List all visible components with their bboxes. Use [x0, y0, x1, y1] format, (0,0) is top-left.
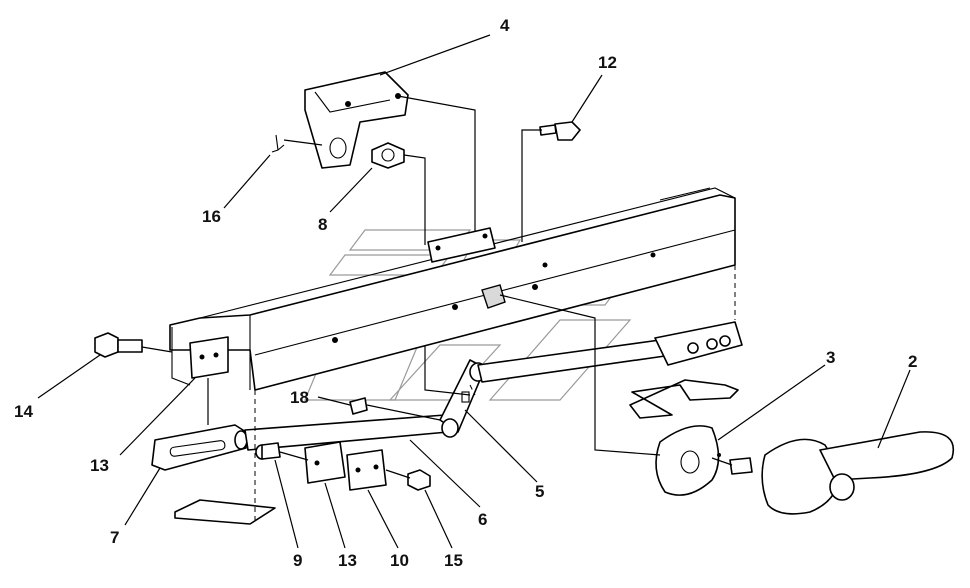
upper-rod: [477, 339, 666, 383]
part-18-clip: [349, 397, 368, 415]
part-13-plate-left: [189, 336, 229, 379]
part-7-slotted-lever: [151, 424, 248, 471]
callout-5: 5: [535, 482, 544, 501]
callout-6: 6: [478, 510, 487, 529]
callout-leaders: [37, 34, 911, 549]
beam-top-plate: [427, 227, 496, 263]
part-4-bracket: [304, 71, 409, 169]
part-15-nut: [407, 469, 431, 491]
callout-labels: 4 12 16 8 14 13 7 18 3 2 5 6 9 13 10 15: [14, 16, 917, 570]
callout-18: 18: [290, 388, 309, 407]
part-16-clip: [271, 134, 285, 153]
part-9-bushing: [255, 442, 281, 460]
callout-16: 16: [202, 207, 221, 226]
callout-4: 4: [500, 16, 510, 35]
part-10-plate: [346, 449, 387, 491]
callout-8: 8: [318, 215, 327, 234]
right-end-bracket: [654, 321, 743, 366]
part-2-handle: [729, 431, 955, 515]
part-12-bolt: [539, 121, 581, 141]
callout-3: 3: [826, 348, 835, 367]
callout-13-bottom: 13: [338, 551, 357, 570]
callout-9: 9: [293, 551, 302, 570]
main-beam: [169, 187, 736, 391]
callout-15: 15: [444, 551, 463, 570]
callout-7: 7: [110, 528, 119, 547]
assembly-lines: [141, 95, 733, 479]
part-8-nut: [371, 142, 405, 169]
callout-14: 14: [14, 402, 33, 421]
alignment-lines: [254, 265, 736, 520]
part-13-plate-bottom: [304, 441, 346, 484]
right-spacer: [629, 379, 739, 419]
lower-left-pad: [174, 499, 276, 525]
callout-2: 2: [908, 352, 917, 371]
part-3-escutcheon: [655, 425, 721, 496]
part-14-bolt: [94, 332, 143, 358]
callout-13-left: 13: [90, 456, 109, 475]
callout-12: 12: [598, 53, 617, 72]
callout-10: 10: [390, 551, 409, 570]
